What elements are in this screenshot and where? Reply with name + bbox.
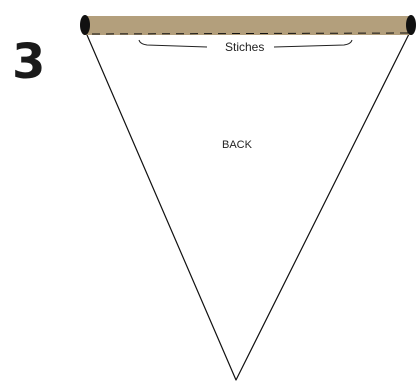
stitch-label: Stiches bbox=[225, 40, 264, 54]
fold-band bbox=[84, 16, 412, 35]
pennant-triangle bbox=[84, 28, 412, 380]
step-number: 3 bbox=[12, 34, 45, 90]
side-label: BACK bbox=[222, 139, 253, 151]
band-end-right bbox=[406, 15, 416, 35]
band-end-left bbox=[80, 15, 90, 35]
